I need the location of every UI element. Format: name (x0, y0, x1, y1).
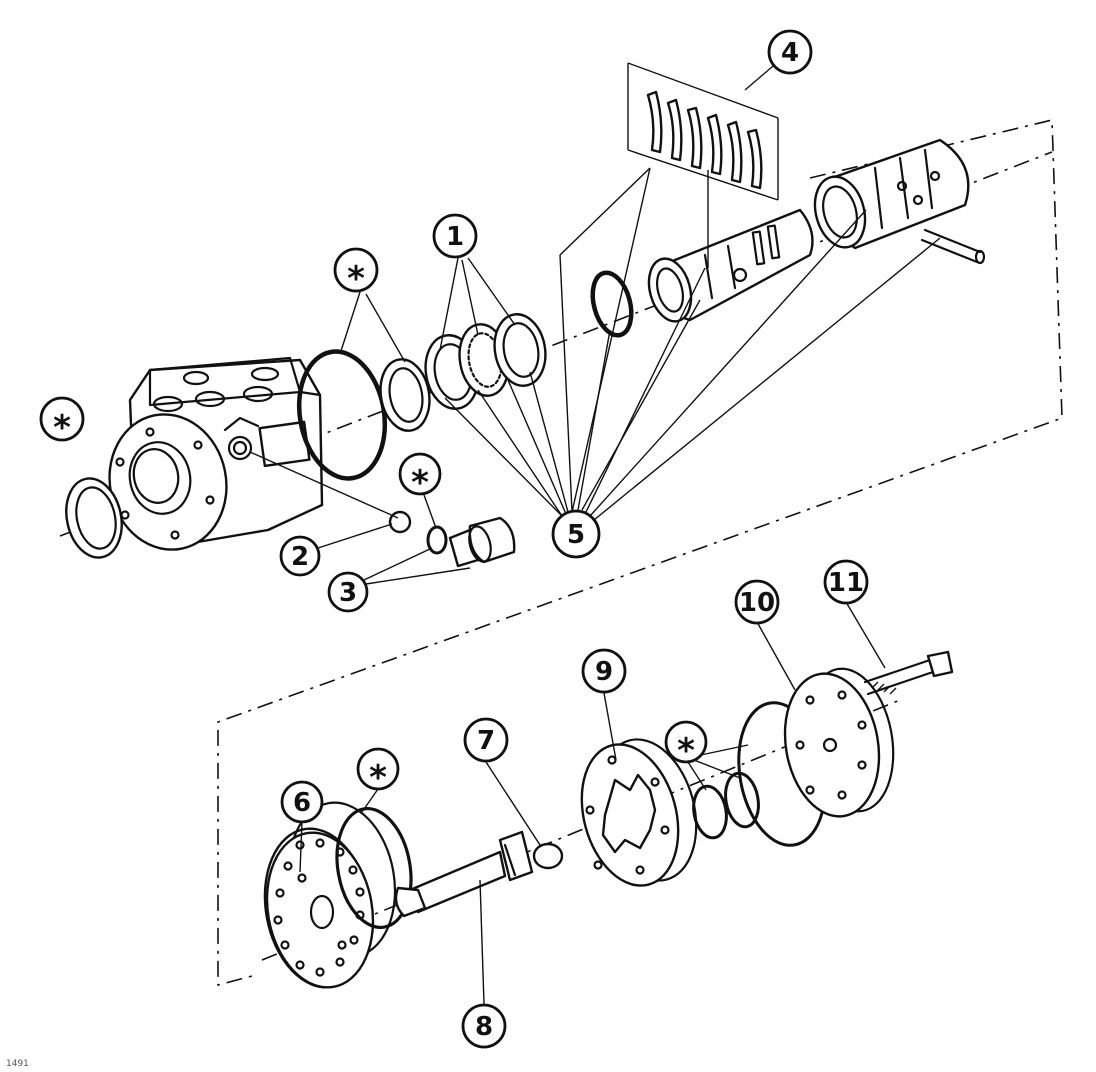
callout-10: 10 (734, 579, 780, 625)
snap-ring (590, 270, 634, 338)
callout-10-label: 10 (739, 588, 775, 618)
o-ring-small-b (724, 771, 760, 829)
callout-star-lower-left-label: * (369, 758, 387, 798)
callout-4-label: 4 (781, 38, 799, 68)
top-plate (783, 667, 895, 818)
footer-code: 1491 (6, 1059, 29, 1069)
callout-star-housing: * (333, 247, 379, 299)
callout-5: 5 (551, 509, 601, 559)
plug-o-ring (426, 525, 448, 555)
callout-2: 2 (279, 535, 321, 577)
callout-star-plug: * (398, 452, 442, 503)
callout-3: 3 (327, 571, 369, 613)
callout-star-left-label: * (53, 408, 71, 448)
end-cover (263, 801, 397, 989)
thrust-bearing-set (424, 313, 547, 410)
callout-star-lower-right-label: * (677, 731, 695, 771)
callout-9: 9 (581, 648, 627, 694)
callout-1-label: 1 (446, 222, 464, 252)
callout-star-lower-right: * (664, 720, 708, 771)
plug (448, 516, 516, 568)
cross-pin (920, 228, 986, 265)
callout-6-label: 6 (293, 788, 311, 818)
cardan-shaft (394, 830, 534, 918)
callout-4: 4 (767, 29, 813, 75)
lip-seal-left (65, 477, 123, 559)
bolt (863, 650, 954, 696)
callout-6: 6 (280, 780, 324, 824)
callout-7-label: 7 (477, 726, 495, 756)
callout-1: 1 (432, 213, 478, 259)
callout-11-label: 11 (828, 568, 864, 598)
callout-9-label: 9 (595, 657, 613, 687)
callout-3-label: 3 (339, 578, 357, 608)
o-ring-small-a (692, 784, 728, 840)
callout-11: 11 (823, 559, 869, 605)
callout-star-lower-left: * (356, 747, 400, 798)
callout-star-plug-label: * (411, 463, 429, 503)
leaf-springs (627, 62, 779, 201)
spacer (532, 842, 564, 870)
check-ball (388, 510, 412, 534)
callout-2-label: 2 (291, 542, 309, 572)
valve-housing (108, 356, 324, 551)
seal-ring (379, 358, 431, 432)
gear-wheel-set (580, 738, 698, 887)
callout-star-housing-label: * (347, 259, 365, 299)
spool (647, 208, 814, 323)
callout-8: 8 (461, 1003, 507, 1049)
callout-star-left: * (39, 396, 85, 448)
sleeve (813, 138, 970, 250)
callout-7: 7 (463, 717, 509, 763)
callout-5-label: 5 (567, 520, 585, 550)
callout-8-label: 8 (475, 1012, 493, 1042)
